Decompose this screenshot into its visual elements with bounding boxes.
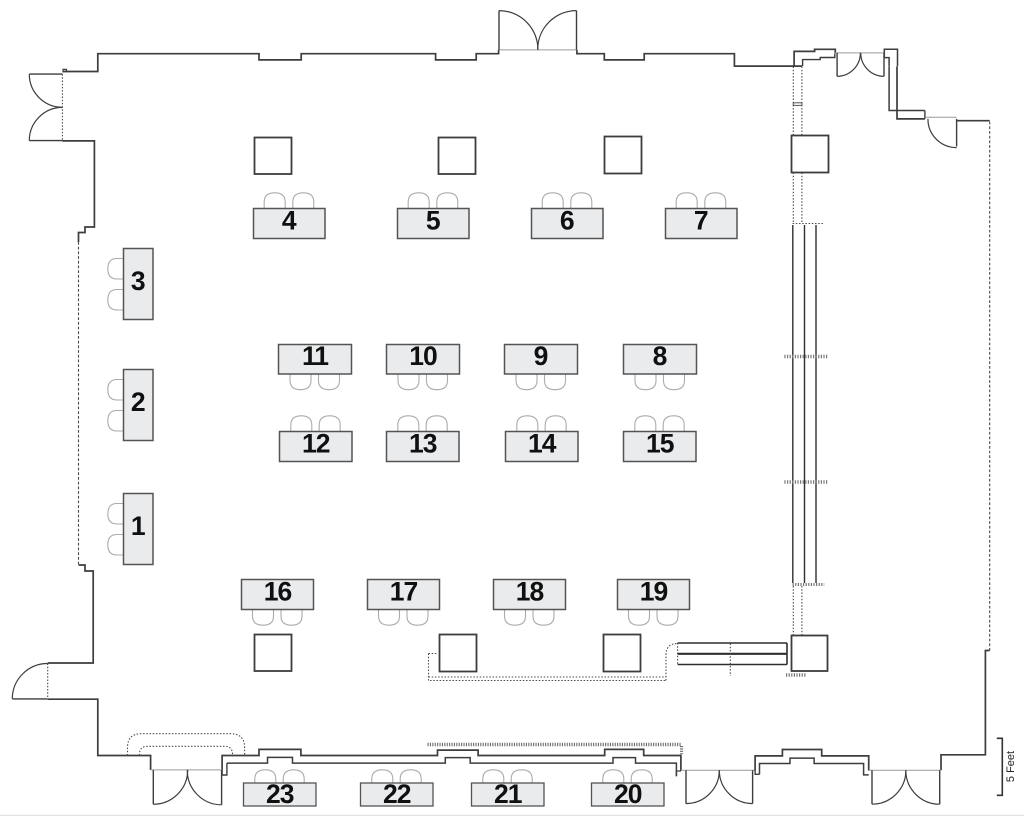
svg-text:5: 5 <box>426 206 441 236</box>
svg-text:23: 23 <box>266 779 294 809</box>
svg-text:14: 14 <box>528 429 557 459</box>
svg-text:8: 8 <box>653 341 668 371</box>
svg-text:10: 10 <box>409 341 437 371</box>
svg-text:4: 4 <box>282 206 297 236</box>
svg-text:6: 6 <box>560 206 575 236</box>
svg-text:17: 17 <box>390 577 418 607</box>
svg-text:11: 11 <box>302 341 328 371</box>
svg-text:1: 1 <box>131 511 146 541</box>
svg-text:13: 13 <box>409 429 437 459</box>
svg-text:22: 22 <box>383 779 411 809</box>
svg-text:7: 7 <box>694 206 709 236</box>
svg-text:20: 20 <box>614 779 642 809</box>
svg-text:2: 2 <box>131 387 146 417</box>
svg-text:18: 18 <box>516 577 544 607</box>
svg-text:15: 15 <box>646 429 674 459</box>
svg-text:21: 21 <box>494 779 522 809</box>
svg-text:19: 19 <box>640 577 668 607</box>
svg-text:12: 12 <box>302 429 330 459</box>
svg-text:3: 3 <box>131 266 146 296</box>
svg-text:16: 16 <box>264 577 292 607</box>
svg-text:9: 9 <box>534 341 549 371</box>
svg-text:5 Feet: 5 Feet <box>1005 751 1017 782</box>
